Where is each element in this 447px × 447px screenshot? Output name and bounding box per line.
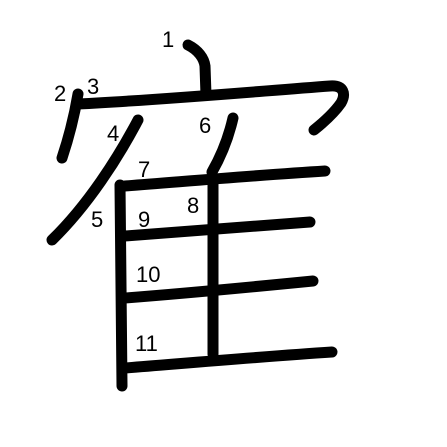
stroke-number-7: 7 [138,157,150,182]
stroke-number-1: 1 [162,27,174,52]
stroke-number-5: 5 [91,207,103,232]
stroke-9 [119,216,316,242]
stroke-7 [119,165,331,192]
stroke-number-11: 11 [135,331,158,356]
stroke-3 [72,80,349,136]
stroke-10 [119,275,319,304]
stroke-1 [182,39,212,101]
stroke-number-8: 8 [187,193,199,218]
stroke-number-10: 10 [136,262,160,287]
stroke-number-6: 6 [199,113,211,138]
stroke-4 [46,114,144,246]
stroke-5 [114,179,128,392]
stroke-number-4: 4 [107,121,119,146]
stroke-number-9: 9 [138,207,150,232]
stroke-11 [119,346,338,374]
stroke-number-3: 3 [87,74,99,99]
stroke-number-2: 2 [54,81,66,106]
stroke-6 [206,112,239,178]
